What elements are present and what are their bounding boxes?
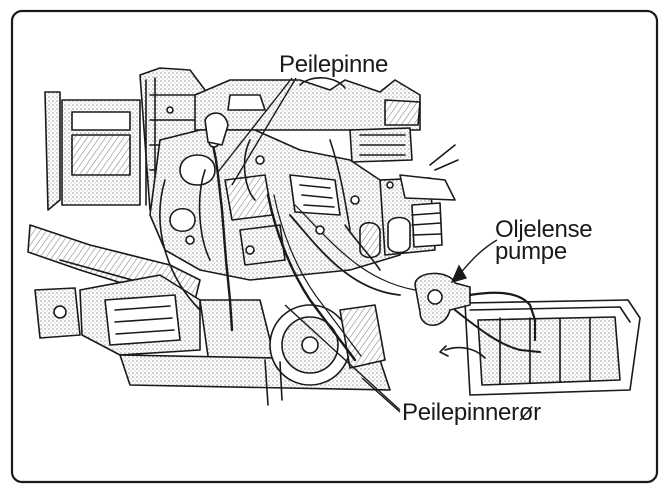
arrowhead-oil-pump (450, 264, 468, 284)
leader-dipstick-tube-b (361, 377, 401, 413)
leader-dipstick-tube-a (284, 304, 401, 411)
leader-dipstick-b (231, 77, 297, 186)
label-dipstick: Peilepinne (279, 51, 389, 78)
label-oil-pump-line2: pumpe (495, 238, 567, 265)
leader-lines (217, 77, 498, 413)
engine-illustration (27, 67, 641, 406)
leader-dipstick-a (217, 77, 293, 173)
label-oil-pump-line1: Oljelense (495, 216, 593, 243)
label-dipstick-tube: Peilepinnerør (402, 399, 541, 426)
